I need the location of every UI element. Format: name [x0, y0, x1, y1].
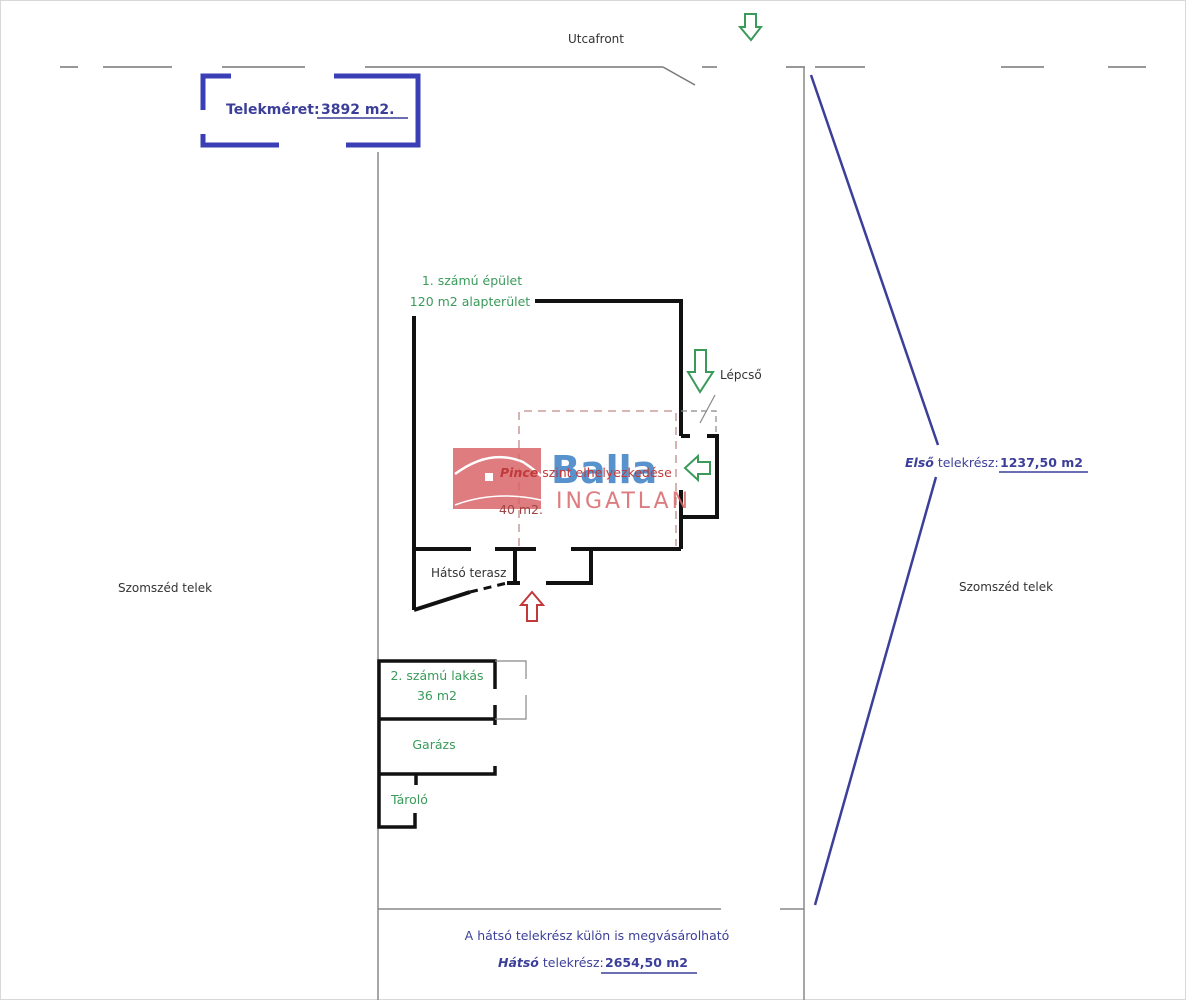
arrow-left-icon	[683, 453, 711, 483]
front-part-label-text: telekrész:	[934, 455, 999, 470]
flat-2-title: 2. számú lakás	[390, 668, 483, 683]
arrow-down-icon	[737, 13, 764, 42]
back-part-label: Hátsó telekrész:	[498, 955, 604, 970]
watermark: Balla INGATLAN	[453, 448, 691, 514]
arrow-up-icon	[518, 590, 546, 622]
cellar-outline	[518, 410, 677, 546]
arrow-down-icon	[686, 349, 715, 394]
front-part-label: Első telekrész:	[905, 455, 999, 470]
street-line	[60, 66, 1146, 86]
outbuilding-walls	[377, 659, 497, 829]
plot-size-bracket	[200, 73, 421, 148]
plot-size-value: 3892 m2.	[321, 102, 395, 118]
neighbor-left-label: Szomszéd telek	[118, 581, 212, 595]
watermark-sub: INGATLAN	[556, 489, 691, 514]
cellar-label: Pince szint elhelyezkedése	[500, 465, 672, 480]
storage-label: Tároló	[390, 792, 428, 807]
terrace-dashed-edge	[469, 581, 508, 594]
flat2-annex-top	[495, 660, 527, 679]
flat-2-area: 36 m2	[417, 688, 457, 703]
back-terrace-label: Hátsó terasz	[431, 566, 506, 580]
garage-label: Garázs	[412, 737, 455, 752]
building-1-area: 120 m2 alapterület	[410, 294, 530, 309]
stairs-label: Lépcső	[720, 368, 762, 382]
building-1-title: 1. számú épület	[422, 273, 522, 288]
plot-size-label: Telekméret:	[226, 102, 320, 118]
back-part-italic: Hátsó	[498, 955, 539, 970]
front-part-value: 1237,50 m2	[1000, 455, 1083, 470]
street-label: Utcafront	[568, 32, 624, 46]
cellar-label-italic: Pince	[500, 465, 538, 480]
cellar-area: 40 m2.	[499, 502, 543, 517]
plot-boundary	[377, 67, 805, 1000]
front-part-italic: Első	[905, 455, 934, 470]
building-1-walls	[412, 299, 719, 612]
flat2-annex-bottom	[495, 695, 527, 720]
back-part-value: 2654,50 m2	[605, 955, 688, 970]
back-part-label-text: telekrész:	[539, 955, 604, 970]
cellar-label-rest: szint elhelyezkedése	[538, 465, 672, 480]
watermark-brand: Balla	[551, 448, 657, 492]
back-part-note: A hátsó telekrész külön is megvásárolhat…	[465, 928, 730, 943]
neighbor-right-label: Szomszéd telek	[959, 580, 1053, 594]
stairs-outline	[681, 394, 717, 436]
front-part-indicator	[809, 74, 940, 906]
